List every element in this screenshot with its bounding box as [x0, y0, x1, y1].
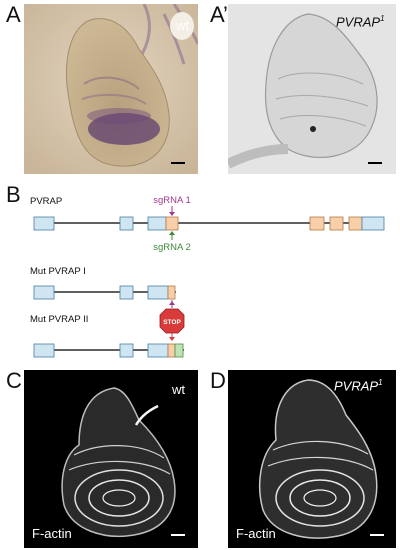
stop-sign-icon: [159, 308, 185, 334]
panel-c-image: wt F-actin: [24, 370, 198, 548]
exon: [119, 216, 134, 231]
exon: [361, 216, 385, 231]
panel-d-genotype-sup: 1: [378, 378, 383, 387]
arrow-down-icon: [169, 337, 175, 341]
exon: [147, 343, 169, 358]
panel-a-prime-genotype-label: PVRAP1: [336, 14, 385, 29]
arrow-up-icon: [169, 301, 175, 305]
panel-a-scalebar: [171, 162, 185, 164]
exon: [174, 343, 184, 358]
panel-letter-b: B: [6, 182, 21, 207]
panel-d-stain-label: F-actin: [236, 526, 276, 541]
panel-a-prime-scalebar: [368, 162, 382, 164]
panel-a-genotype-label: wt: [176, 18, 189, 33]
panel-c-stain-label: F-actin: [32, 526, 72, 541]
panel-letter-d: D: [210, 368, 226, 393]
wing-disc-wt-in-situ: [24, 4, 198, 174]
wing-disc-wt-f-actin: [24, 370, 198, 548]
panel-a-prime-image: PVRAP1: [228, 4, 396, 174]
sgrna1-label: sgRNA 1: [153, 195, 191, 206]
panel-d-genotype-text: PVRAP: [334, 378, 379, 394]
exon: [119, 343, 134, 358]
panel-c-scalebar: [171, 534, 185, 536]
panel-d-genotype-label: PVRAP1: [334, 378, 383, 393]
track-pvrap: [33, 216, 385, 231]
sgrna2-label: sgRNA 2: [153, 242, 191, 253]
wing-disc-mutant-f-actin: [228, 370, 396, 548]
track-label-mut-pvrap-ii: Mut PVRAP II: [30, 314, 89, 325]
panel-a-prime-genotype-sup: 1: [380, 14, 385, 23]
exon: [33, 216, 55, 231]
exon: [147, 285, 169, 300]
exon: [33, 343, 55, 358]
gene-structure-svg: sgRNA 1 sgRNA 2 STOP: [33, 195, 385, 358]
exon: [309, 216, 325, 231]
sgrna1-arrow-icon: [169, 212, 175, 216]
exon: [33, 285, 55, 300]
sgrna2-arrow-icon: [169, 231, 175, 235]
exon: [329, 216, 344, 231]
exon: [119, 285, 134, 300]
panel-letter-c: C: [6, 368, 22, 393]
panel-c-genotype-label: wt: [172, 382, 185, 397]
exon: [348, 216, 363, 231]
panel-letter-a-prime: A’: [210, 2, 228, 27]
wing-disc-mutant-in-situ: [228, 4, 396, 174]
exon: [167, 285, 176, 300]
exon: [167, 343, 176, 358]
track-label-pvrap: PVRAP: [30, 196, 63, 207]
track-mut-pvrap-i: [33, 285, 176, 300]
exon: [165, 216, 179, 231]
panel-d-scalebar: [370, 534, 384, 536]
exon: [147, 216, 167, 231]
stop-label: STOP: [163, 319, 181, 326]
panel-a-image: wt: [24, 4, 198, 174]
panel-b-gene-diagram: PVRAP Mut PVRAP I Mut PVRAP II sgRNA 1 s…: [0, 180, 400, 362]
panel-letter-a: A: [6, 2, 21, 27]
track-label-mut-pvrap-i: Mut PVRAP I: [30, 266, 86, 277]
panel-a-prime-genotype-text: PVRAP: [336, 14, 381, 30]
track-mut-pvrap-ii: [33, 343, 184, 358]
panel-d-image: PVRAP1 F-actin: [228, 370, 396, 548]
